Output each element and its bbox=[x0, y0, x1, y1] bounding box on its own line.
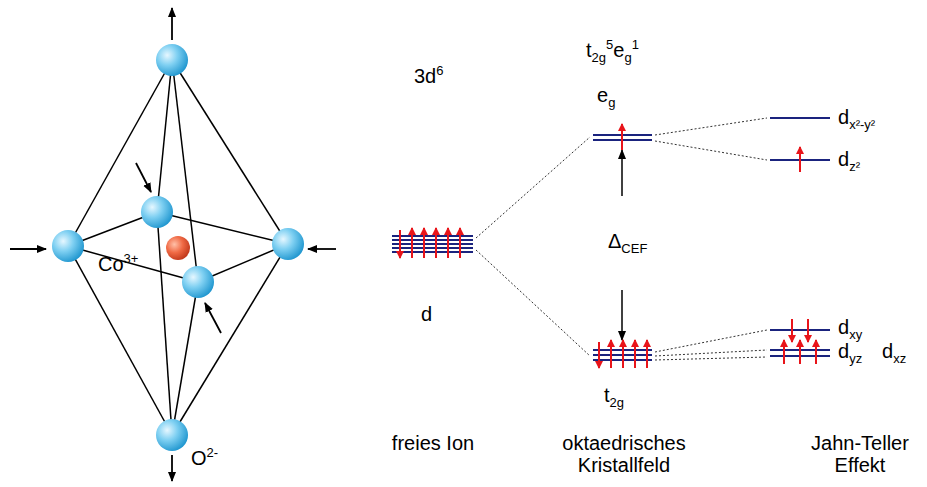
label-text: d bbox=[838, 106, 849, 128]
octahedron-edges bbox=[68, 60, 288, 435]
orbital-label: dyz bbox=[838, 340, 862, 366]
subscript: xz bbox=[893, 351, 906, 366]
label-text: e bbox=[597, 84, 608, 106]
subscript: z² bbox=[849, 159, 860, 174]
label-text: e bbox=[613, 39, 624, 61]
label-text: Jahn-Teller Effekt bbox=[811, 432, 909, 476]
label-text: freies Ion bbox=[392, 432, 474, 454]
splitting-label: ΔCEF bbox=[606, 230, 649, 256]
label-text: d bbox=[838, 316, 849, 338]
label-text: d bbox=[838, 148, 849, 170]
energy-levels bbox=[392, 118, 830, 360]
label-text: Δ bbox=[608, 230, 621, 252]
configuration-label: 3d6 bbox=[414, 64, 443, 87]
ion-label: O2- bbox=[191, 446, 218, 469]
orbital-group-label: t2g bbox=[604, 384, 624, 410]
orbital-label: d bbox=[421, 303, 432, 325]
electron-spins bbox=[400, 124, 816, 368]
superscript: 5 bbox=[606, 37, 613, 52]
subscript: CEF bbox=[621, 241, 647, 256]
cobalt-ion bbox=[166, 236, 190, 260]
stage-label: Jahn-Teller Effekt bbox=[800, 432, 920, 476]
subscript: g bbox=[624, 50, 631, 65]
stage-label: oktaedrisches Kristallfeld bbox=[544, 432, 704, 476]
superscript: 1 bbox=[632, 37, 639, 52]
subscript: g bbox=[608, 95, 615, 110]
subscript: xy bbox=[849, 327, 862, 342]
label-text: 3d bbox=[414, 65, 436, 87]
stage-label: freies Ion bbox=[373, 432, 493, 454]
superscript: 2- bbox=[207, 445, 219, 460]
orbital-label: dz² bbox=[838, 148, 860, 174]
superscript: 3+ bbox=[124, 251, 139, 266]
label-text: Co bbox=[98, 253, 124, 275]
label-text: d bbox=[882, 340, 893, 362]
label-text: O bbox=[191, 447, 207, 469]
subscript: 2g bbox=[592, 50, 606, 65]
configuration-label: t2g5eg1 bbox=[586, 38, 639, 65]
ion-label: Co3+ bbox=[98, 252, 138, 275]
correlation-lines bbox=[476, 118, 767, 360]
distortion-arrows bbox=[10, 8, 336, 481]
subscript: 2g bbox=[610, 395, 624, 410]
label-text: t bbox=[586, 39, 592, 61]
orbital-label: dxz bbox=[882, 340, 906, 366]
orbital-label: dx²-y² bbox=[838, 106, 875, 132]
orbital-label: dxy bbox=[838, 316, 862, 342]
oxygen-ions bbox=[52, 44, 304, 451]
label-text: t bbox=[604, 384, 610, 406]
label-text: oktaedrisches Kristallfeld bbox=[562, 432, 685, 476]
orbital-group-label: eg bbox=[597, 84, 615, 110]
subscript: yz bbox=[849, 351, 862, 366]
superscript: 6 bbox=[436, 63, 443, 78]
label-text: d bbox=[421, 303, 432, 325]
subscript: x²-y² bbox=[849, 117, 875, 132]
label-text: d bbox=[838, 340, 849, 362]
